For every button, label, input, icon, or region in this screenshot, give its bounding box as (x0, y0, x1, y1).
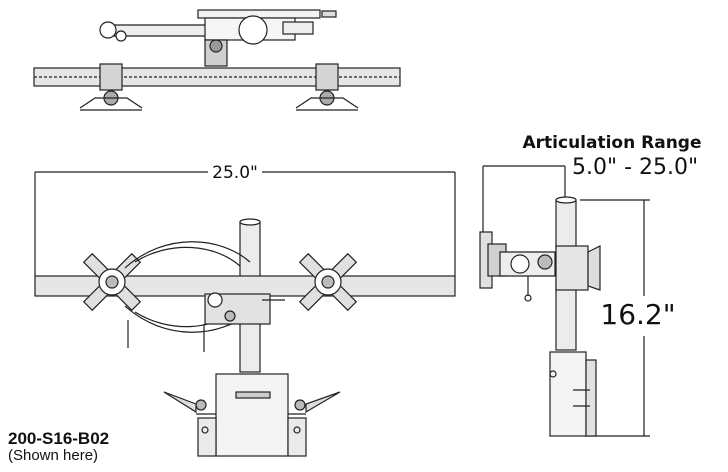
width-dimension-label: 25.0" (212, 163, 258, 183)
model-note: (Shown here) (8, 447, 99, 464)
articulation-range-label: 5.0" - 25.0" (572, 155, 698, 180)
model-number: 200-S16-B02 (8, 429, 110, 448)
front-view (34, 171, 456, 457)
side-view (479, 165, 650, 437)
model-caption: 200-S16-B02 (Shown here) (8, 430, 109, 464)
height-dimension-label: 16.2" (600, 298, 675, 331)
top-view (33, 9, 401, 111)
articulation-title: Articulation Range (523, 133, 702, 153)
